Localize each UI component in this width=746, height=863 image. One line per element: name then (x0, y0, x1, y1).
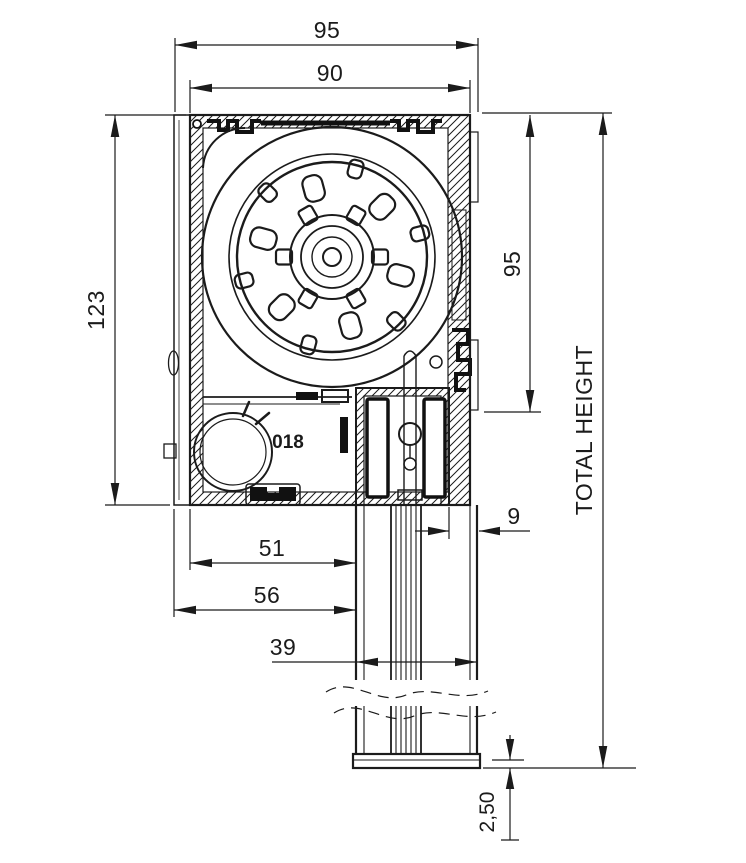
slat-end-profile (397, 350, 423, 505)
dim-guide-rail-width-value: 39 (270, 634, 297, 660)
brush-seal-left (365, 397, 390, 499)
rolled-curtain (200, 125, 464, 389)
dim-top-inner-value: 90 (317, 60, 344, 86)
shelf-clip (296, 392, 318, 400)
dim-top-outer: 95 (174, 17, 479, 112)
drive-gear-plate (235, 160, 429, 354)
dim-box-height: 123 (83, 114, 186, 506)
dim-top-outer-value: 95 (314, 17, 341, 43)
seal-bar (340, 417, 348, 453)
corner-bracket-arc (202, 126, 246, 169)
bottom-clip (245, 483, 301, 506)
dim-total-height-label: TOTAL HEIGHT (571, 345, 597, 515)
dim-total-height: TOTAL HEIGHT (483, 113, 636, 769)
dim-end-plate-thickness: 2,50 (476, 735, 524, 841)
screw-hole (429, 355, 443, 369)
top-interlock-profile (192, 119, 442, 134)
motor-tube (193, 412, 273, 492)
dim-box-height-value: 123 (83, 290, 109, 330)
dim-guide-rail-width: 39 (270, 634, 477, 667)
bottom-end-bar (351, 752, 482, 770)
right-wall-profile (429, 131, 479, 411)
dim-top-inner: 90 (189, 60, 471, 113)
part-number-label: 018 (272, 432, 304, 453)
dim-end-plate-thickness-value: 2,50 (476, 792, 499, 833)
dim-bottom-inner-width-value: 51 (259, 535, 286, 561)
dim-bottom-inner-width: 51 (189, 509, 356, 570)
curtain-and-rail-below (325, 505, 511, 770)
brush-seal-right (422, 397, 447, 499)
left-end-plate (163, 114, 191, 506)
dim-guide-offset-value: 9 (507, 503, 520, 529)
slat-section-lines (390, 505, 422, 754)
guide-rail-assembly (355, 350, 450, 505)
break-symbol (325, 680, 511, 720)
dim-rear-height: 95 (482, 112, 612, 413)
axle-center (322, 247, 342, 267)
dim-bottom-outer-width: 56 (173, 509, 356, 617)
shutter-box-profile (163, 113, 479, 507)
dim-bottom-outer-width-value: 56 (254, 582, 281, 608)
dim-rear-height-value: 95 (499, 251, 525, 278)
dim-guide-offset: 9 (415, 503, 530, 539)
roller-assembly (200, 125, 464, 389)
lower-compartment: 018 (193, 389, 352, 506)
hub-star (274, 204, 390, 310)
box-outline (188, 113, 472, 507)
